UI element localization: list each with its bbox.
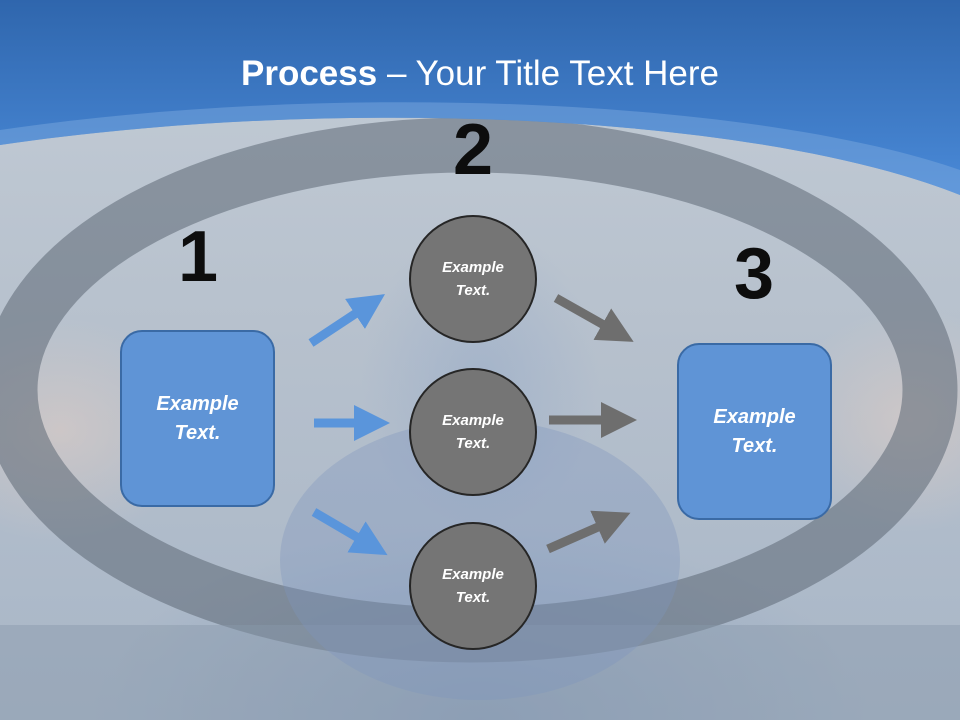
step-number-3: 3 (733, 234, 775, 314)
step-number-1: 1 (177, 217, 219, 297)
slide-title: Process – Your Title Text Here (0, 52, 960, 96)
title-bold: Process (241, 54, 378, 93)
header-swoosh (0, 102, 960, 195)
header-shape (0, 0, 960, 195)
header-band (0, 0, 960, 195)
left-step-box: Example Text. (120, 330, 275, 507)
circle-bottom-text: Example Text. (442, 566, 504, 606)
step-number-2: 2 (452, 110, 494, 190)
circle-top-text: Example Text. (442, 259, 504, 299)
circle-middle: Example Text. (409, 368, 537, 496)
left-box-text: Example Text. (156, 392, 239, 444)
circle-middle-text: Example Text. (442, 412, 504, 452)
title-rest: – Your Title Text Here (377, 54, 719, 93)
right-box-text: Example Text. (713, 405, 796, 457)
circle-top: Example Text. (409, 215, 537, 343)
right-step-box: Example Text. (677, 343, 832, 520)
circle-bottom: Example Text. (409, 522, 537, 650)
